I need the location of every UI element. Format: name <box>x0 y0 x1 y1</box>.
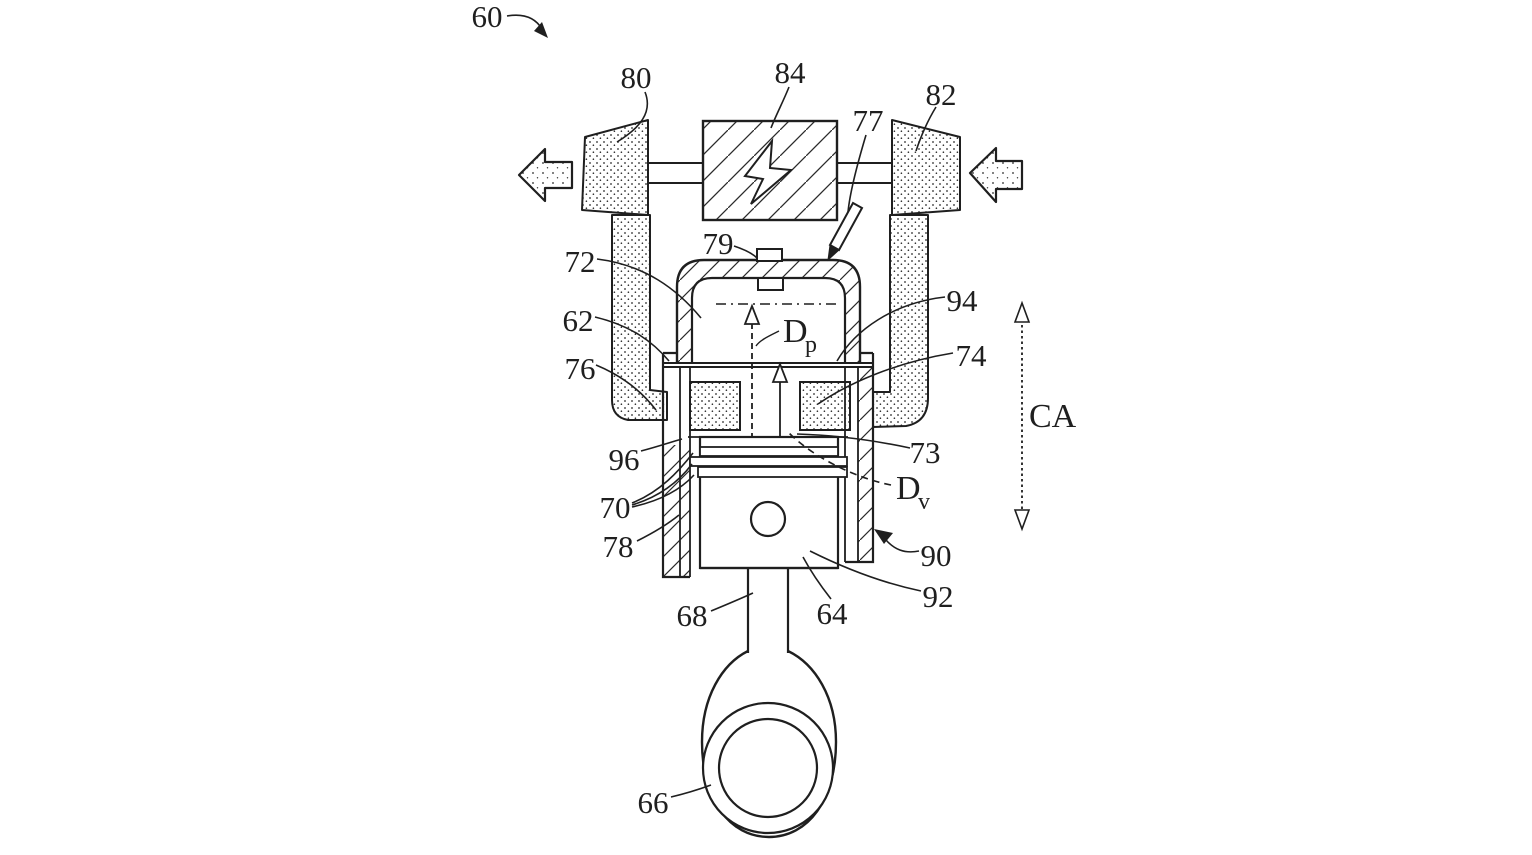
dp-label-sub: p <box>805 332 817 358</box>
leader-60 <box>506 14 543 30</box>
leader-90-arrowhead-icon <box>874 529 893 544</box>
leader-76 <box>595 364 657 411</box>
dimension-arrows <box>743 300 1031 532</box>
exhaust-flow-arrow-icon <box>517 147 574 203</box>
ref-label-79: 79 <box>703 226 734 261</box>
block-outline <box>661 351 875 579</box>
ca-arrowhead-bottom-icon <box>1013 509 1031 532</box>
leader-96 <box>640 438 683 452</box>
ref-label-92: 92 <box>923 579 954 614</box>
flow-arrows <box>517 146 1024 204</box>
leader-72 <box>596 258 702 319</box>
dv-label-sub: v <box>918 489 930 515</box>
ref-label-76: 76 <box>565 351 596 386</box>
dp-label-leader <box>755 330 780 347</box>
leader-90 <box>885 539 920 553</box>
bore-liner-lines <box>679 367 859 577</box>
spark-plug <box>827 201 864 262</box>
connecting-rod <box>700 566 838 653</box>
leader-77 <box>847 134 867 213</box>
leader-84 <box>770 86 790 129</box>
intake-flow-arrow-icon <box>968 146 1024 204</box>
piston-ring-2 <box>689 456 848 467</box>
ref-label-77: 77 <box>853 103 884 138</box>
exhaust-duct <box>648 162 703 184</box>
dp-label: D <box>783 313 808 350</box>
intake-duct <box>837 162 892 184</box>
leader-lines <box>506 14 954 798</box>
leader-66 <box>670 784 712 798</box>
ref-label-72: 72 <box>565 244 596 279</box>
ref-label-64: 64 <box>817 596 849 631</box>
exhaust-port-funnel <box>581 119 649 216</box>
leader-68 <box>710 592 754 612</box>
ref-label-68: 68 <box>677 598 708 633</box>
piston-ring-3 <box>697 466 848 478</box>
deck-surface <box>663 362 873 368</box>
ca-arrowhead-top-icon <box>1013 300 1031 323</box>
wrist-pin <box>749 500 787 538</box>
ignition-module <box>701 119 839 222</box>
leader-94 <box>836 296 946 362</box>
crank-journal-inner <box>717 717 819 819</box>
ref-label-94: 94 <box>947 283 979 318</box>
leader-80 <box>616 91 649 143</box>
ref-label-96: 96 <box>609 442 640 477</box>
ref-label-90: 90 <box>921 538 952 573</box>
intake-runner-column <box>872 214 929 428</box>
ref-label-82: 82 <box>926 77 957 112</box>
leader-64 <box>802 556 832 600</box>
ca-label: CA <box>1029 398 1077 435</box>
leader-62 <box>594 316 670 362</box>
ref-label-84: 84 <box>775 55 807 90</box>
piston-assembly <box>688 435 848 570</box>
ref-label-62: 62 <box>563 303 594 338</box>
exhaust-runner-column <box>611 214 668 421</box>
ref-label-73: 73 <box>910 435 941 470</box>
injector-port-outer <box>756 248 783 262</box>
piston-ring-1 <box>699 446 839 457</box>
leader-70c <box>631 474 695 508</box>
cylinder-head <box>675 248 862 363</box>
dv-label: D <box>896 470 921 507</box>
leader-73 <box>796 433 911 449</box>
cylinder-block <box>661 351 875 579</box>
leader-79 <box>733 245 758 259</box>
left-wall-hatch <box>663 445 690 577</box>
right-wall-hatch <box>858 367 873 562</box>
runners <box>581 119 961 428</box>
head-hatch-band <box>677 260 860 363</box>
dimension-labels: D p D v CA <box>755 313 1077 515</box>
spark-plug-tip <box>827 244 840 262</box>
ref-label-70: 70 <box>600 490 631 525</box>
ref-label-66: 66 <box>638 785 669 820</box>
lightning-bolt-icon <box>743 137 794 205</box>
ref-label-80: 80 <box>621 60 652 95</box>
leader-74 <box>817 352 954 405</box>
ref-label-74: 74 <box>956 338 988 373</box>
crank-train <box>700 566 838 839</box>
leader-78 <box>636 514 680 542</box>
intake-port-funnel <box>891 119 961 216</box>
leader-92 <box>809 550 922 592</box>
ref-label-60: 60 <box>472 0 503 34</box>
leader-60-arrowhead-icon <box>534 22 548 38</box>
injector-port-inner <box>757 277 784 291</box>
ref-label-78: 78 <box>603 529 634 564</box>
reference-labels: 60 80 84 82 77 79 72 62 76 94 74 96 73 7… <box>472 0 988 820</box>
leader-82 <box>915 106 937 152</box>
exhaust-valve-block <box>689 381 741 431</box>
dv-arrowhead-icon <box>771 361 789 383</box>
dp-arrowhead-icon <box>743 303 761 325</box>
leader-70a <box>631 452 694 504</box>
leader-70b <box>631 463 693 506</box>
